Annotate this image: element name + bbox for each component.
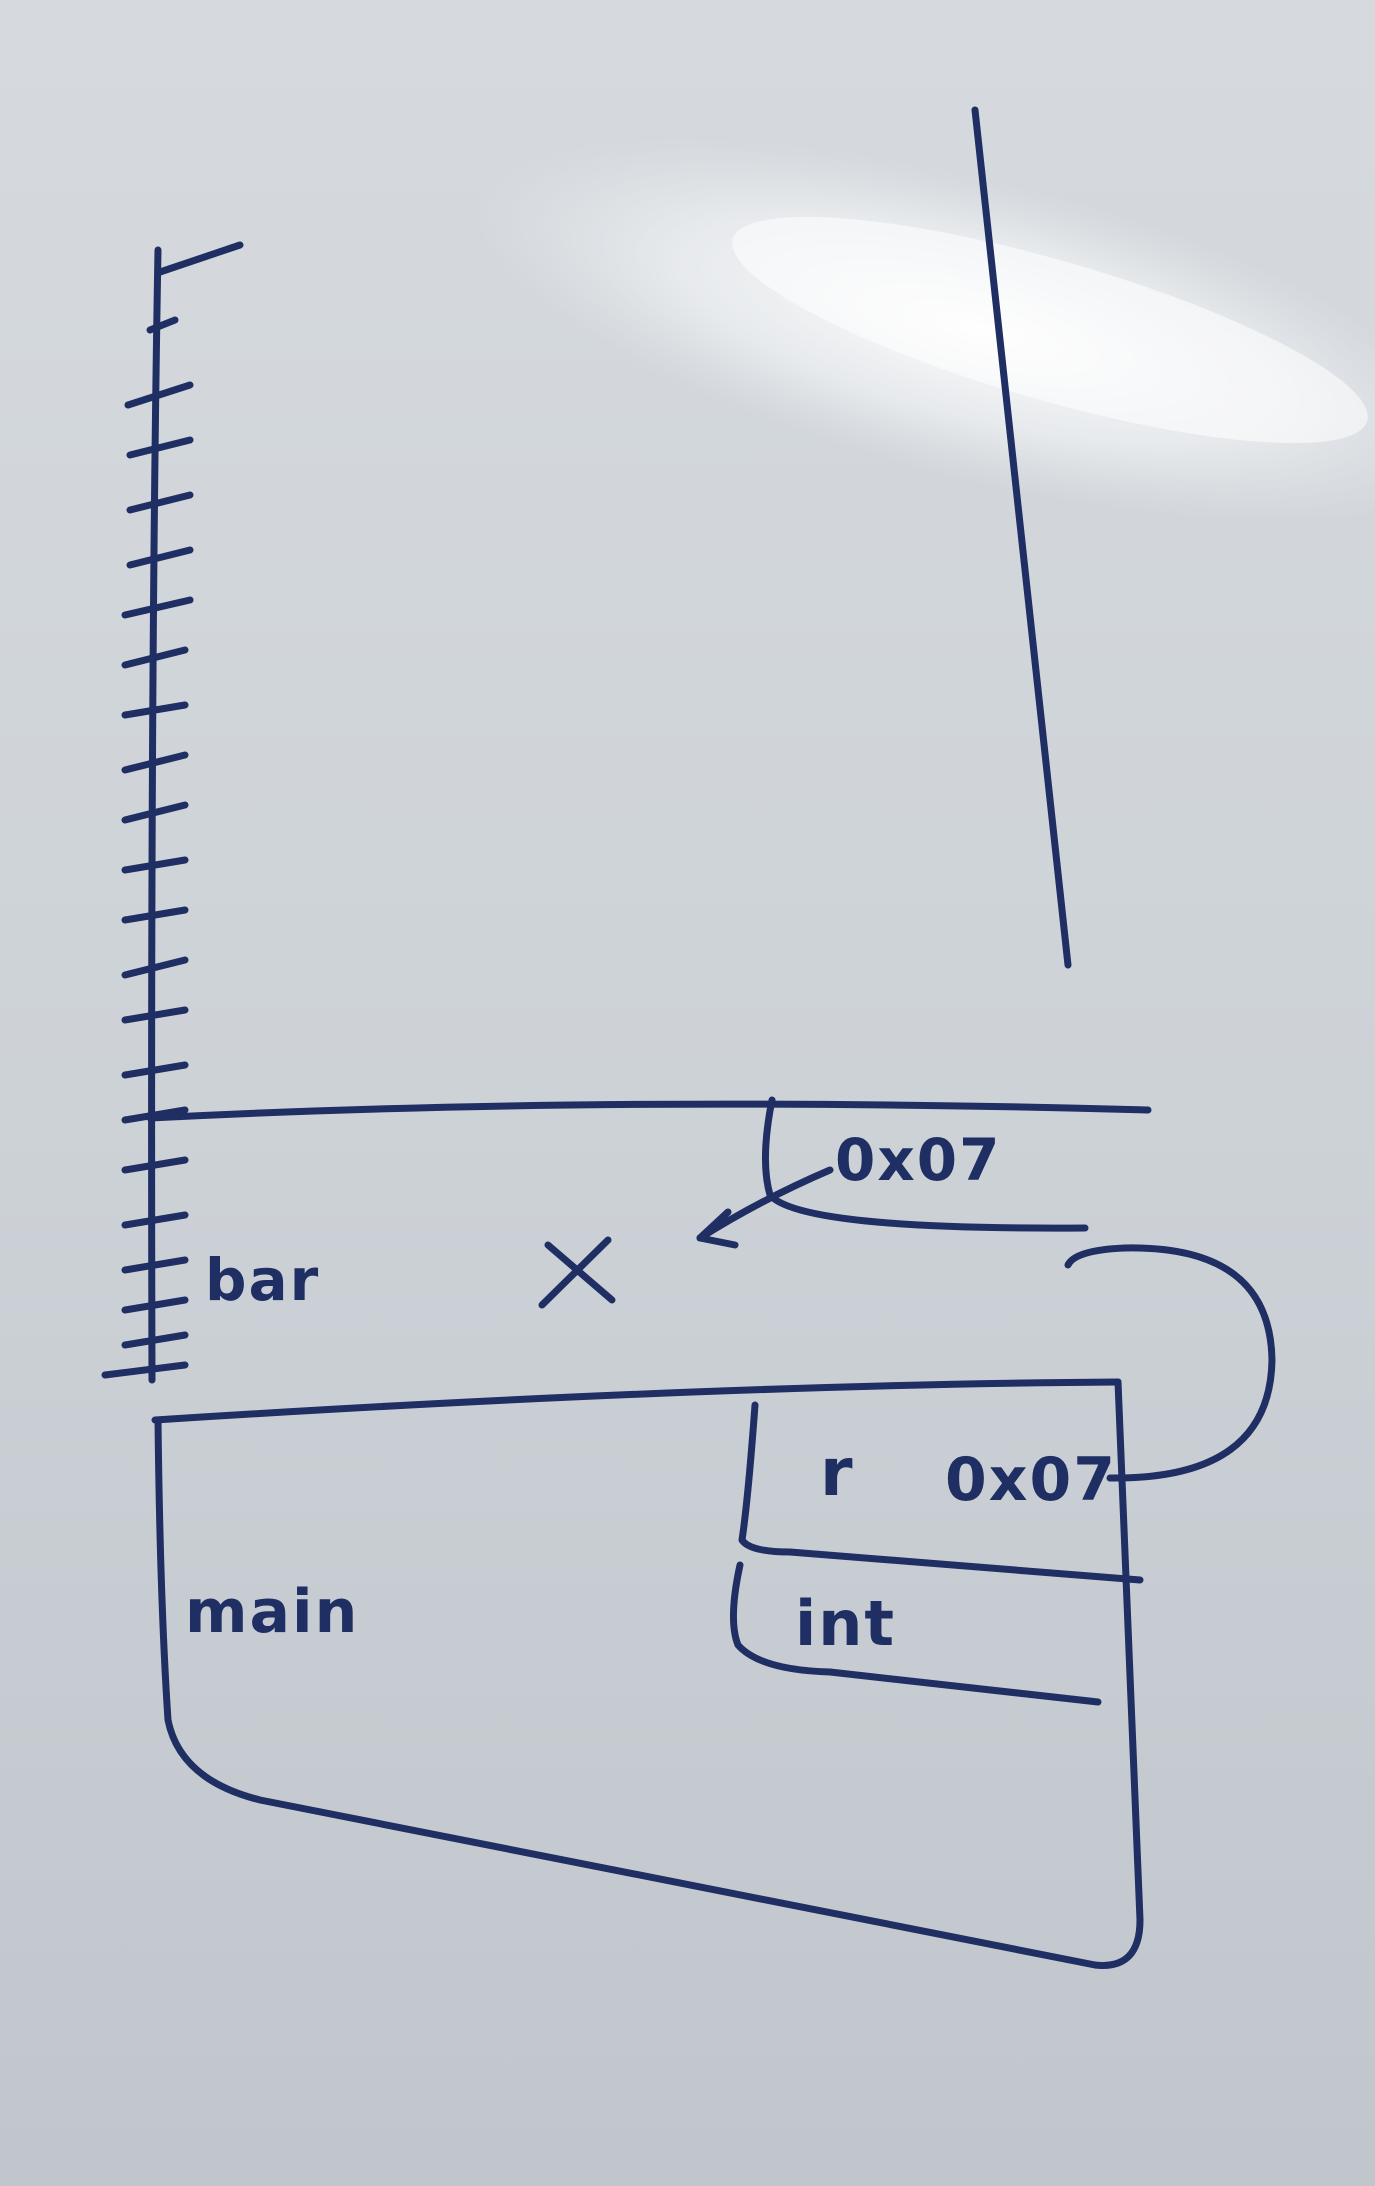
bar-frame-label: bar [205,1246,320,1314]
reference-arc [1064,1244,1276,1482]
upper-region-right-border [971,106,1072,969]
int-box [730,1561,1102,1706]
stack-axis [101,241,244,1384]
x-variable-box [696,1096,1089,1249]
r-name: r [820,1434,855,1511]
glare-reflection-core [732,216,1368,444]
main-frame [154,1378,1144,1969]
r-variable-box [738,1401,1144,1584]
r-value: 0x07 [945,1445,1117,1515]
int-label: int [795,1587,896,1660]
bar-frame [146,1100,1152,1424]
x-mark [538,1236,616,1309]
x-value: 0x07 [835,1126,1001,1194]
main-frame-label: main [185,1577,359,1647]
